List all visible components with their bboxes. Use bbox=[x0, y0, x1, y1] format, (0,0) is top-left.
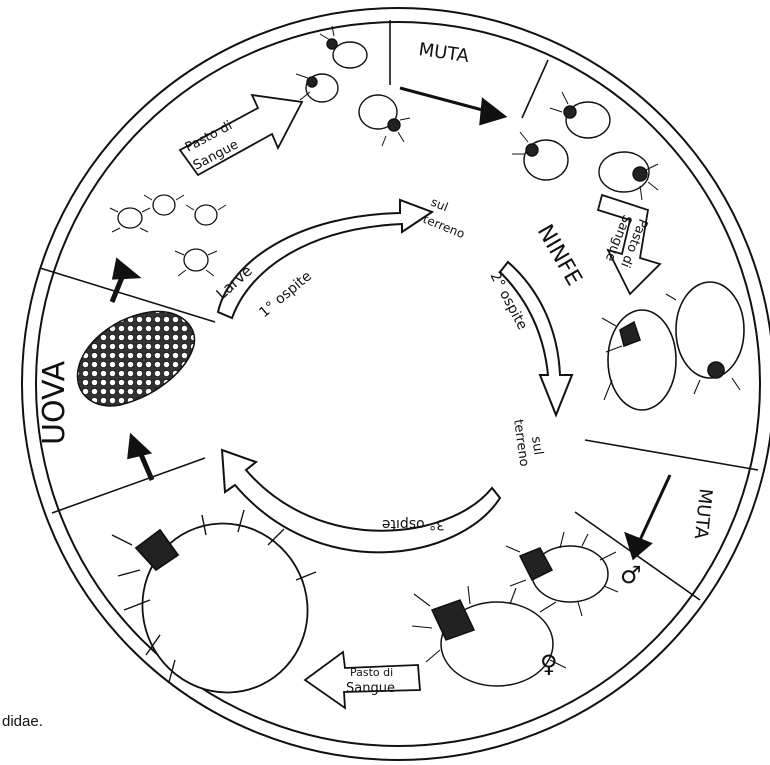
figure-caption: didae. bbox=[2, 713, 43, 730]
egg-mass bbox=[78, 311, 195, 406]
arrow-soil-to-2nd-host bbox=[500, 262, 572, 415]
larvae-cluster bbox=[110, 195, 226, 276]
label-terreno-top: terreno bbox=[421, 212, 467, 241]
adult-male bbox=[506, 532, 618, 616]
label-muta-right: MUTA bbox=[690, 487, 716, 540]
engorged-nymphs bbox=[602, 282, 744, 410]
blood-meal-bottom-line2: Sangue bbox=[346, 681, 395, 696]
cycle-arrows bbox=[218, 200, 572, 552]
blood-meal-arrow-right: Pasto di Sangue bbox=[598, 195, 660, 294]
label-terreno-right: terreno bbox=[510, 418, 531, 467]
label-muta-top: MUTA bbox=[417, 39, 471, 67]
nymphs-cluster bbox=[512, 92, 658, 200]
label-1st-host: 1° ospite bbox=[256, 268, 315, 321]
female-symbol: ♀ bbox=[540, 650, 558, 678]
label-uova: UOVA bbox=[37, 360, 72, 445]
male-symbol: ♂ bbox=[620, 561, 642, 589]
engorged-larvae bbox=[296, 26, 410, 146]
label-ninfe: NINFE bbox=[532, 221, 587, 291]
blood-meal-arrow-top: Pasto di Sangue bbox=[180, 95, 302, 175]
arrow-larve-to-soil bbox=[218, 200, 432, 318]
blood-meal-bottom-line1: Pasto di bbox=[350, 666, 393, 679]
blood-meal-arrow-bottom: Pasto di Sangue bbox=[305, 652, 420, 708]
sector-dividers bbox=[40, 20, 758, 600]
label-3rd-host: 3° ospite bbox=[382, 516, 445, 532]
